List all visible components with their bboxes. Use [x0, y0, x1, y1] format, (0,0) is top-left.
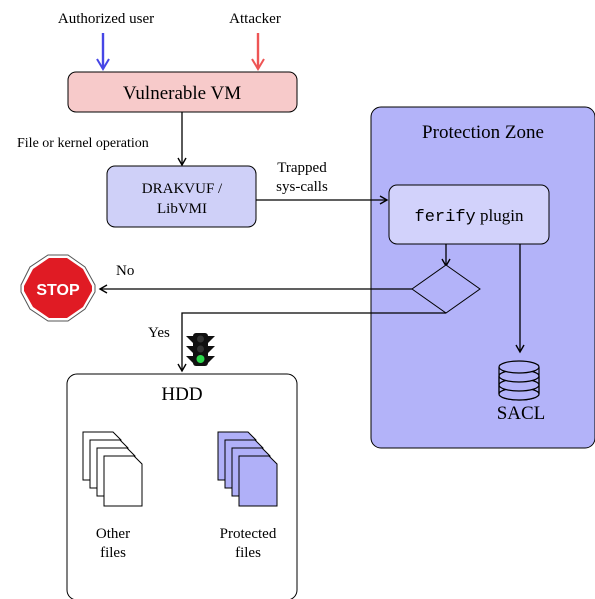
protection-zone — [370, 106, 595, 449]
ferify-plugin-label: ferify plugin — [415, 206, 524, 227]
trapped-label-line1: Trapped — [277, 160, 327, 176]
ferify-plugin-box — [388, 184, 550, 245]
file-op-label: File or kernel operation — [17, 136, 149, 151]
authorized-user-label: Authorized user — [58, 11, 154, 27]
trapped-label-line2: sys-calls — [276, 179, 328, 195]
protected-files-icon — [217, 431, 278, 507]
drakvuf-label-line1: DRAKVUF / — [142, 181, 223, 197]
protected-files-label-line2: files — [235, 545, 261, 561]
sacl-label: SACL — [497, 403, 546, 424]
drakvuf-label-line2: LibVMI — [157, 201, 207, 217]
other-files-label-line1: Other — [96, 526, 130, 542]
attacker-label: Attacker — [229, 11, 281, 27]
yes-branch-arrow — [177, 312, 446, 373]
hdd-box — [66, 373, 298, 599]
protection-zone-title: Protection Zone — [422, 122, 544, 143]
sacl-database-icon — [498, 360, 540, 401]
traffic-light-icon — [186, 333, 215, 366]
vulnerable-vm-label: Vulnerable VM — [123, 83, 241, 104]
stop-sign-icon: STOP — [20, 254, 96, 322]
other-files-label-line2: files — [100, 545, 126, 561]
hdd-title: HDD — [161, 384, 202, 405]
stop-sign-label: STOP — [36, 282, 80, 299]
drakvuf-box — [106, 165, 257, 228]
no-label: No — [116, 263, 134, 279]
other-files-icon — [82, 431, 143, 507]
yes-label: Yes — [148, 325, 170, 341]
protected-files-label-line1: Protected — [220, 526, 277, 542]
